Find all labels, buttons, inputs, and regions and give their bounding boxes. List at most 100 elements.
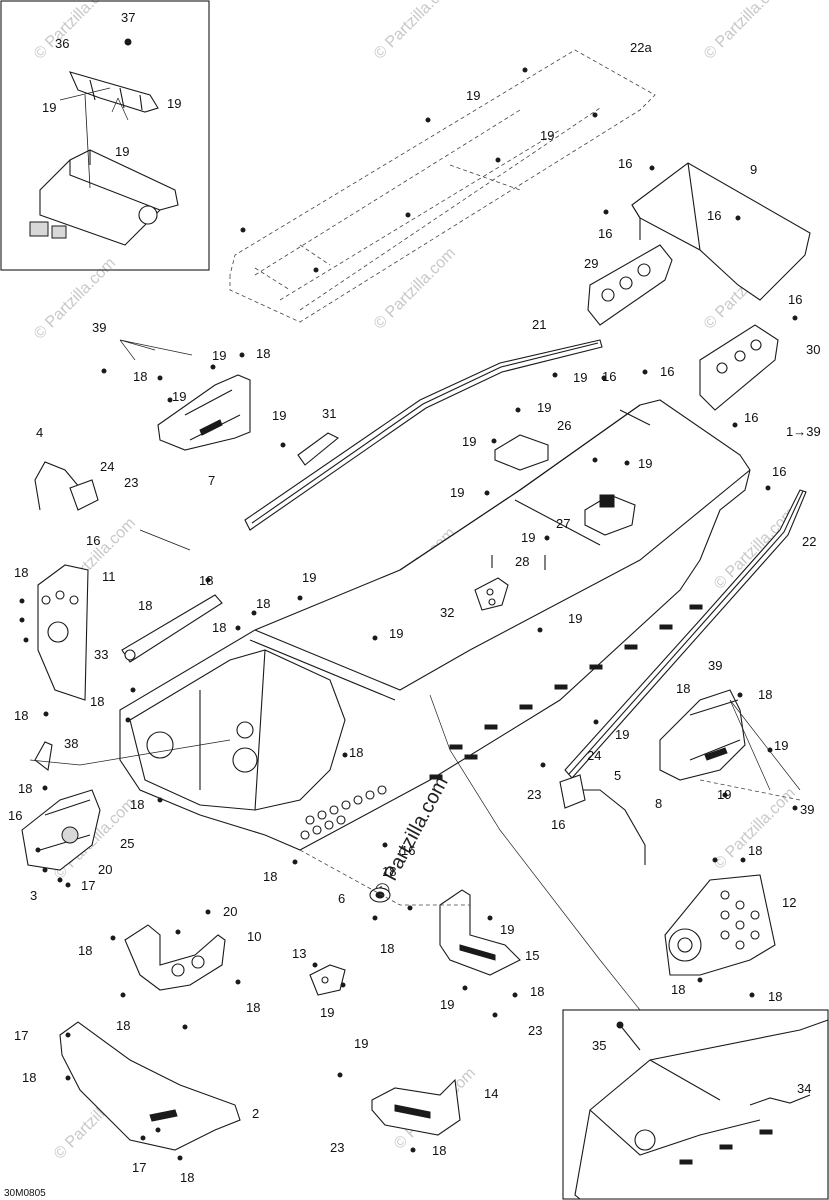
callout: 23 xyxy=(330,1140,344,1155)
callout: 18 xyxy=(246,1000,260,1015)
callout: 33 xyxy=(94,647,108,662)
part-10-bracket xyxy=(124,924,226,991)
callout: 6 xyxy=(338,891,345,906)
callout: 18 xyxy=(130,797,144,812)
inset-tunnel-section xyxy=(574,1019,829,1200)
callout: 18 xyxy=(78,943,92,958)
callout: 19 xyxy=(540,128,554,143)
callout: 18 xyxy=(14,708,28,723)
callout: 19 xyxy=(521,530,535,545)
callout: 19 xyxy=(537,400,551,415)
part-4-handle xyxy=(34,461,99,511)
callout: 16 xyxy=(602,369,616,384)
part-26-bracket xyxy=(494,434,549,471)
drawing-code: 30M0805 xyxy=(4,1188,46,1199)
inset-box-top-left xyxy=(0,0,210,271)
callout: 39 xyxy=(92,320,106,335)
part-27-bracket xyxy=(584,494,636,536)
callout: 16 xyxy=(707,208,721,223)
callout: 18 xyxy=(212,620,226,635)
callout: 16 xyxy=(8,808,22,823)
watermark-text: © Partzilla.com xyxy=(31,0,119,63)
callout: 18 xyxy=(382,864,396,879)
part-30-bracket xyxy=(699,324,779,411)
callout: 11 xyxy=(102,569,116,584)
callout: 18 xyxy=(14,565,28,580)
callout: 14 xyxy=(484,1086,498,1101)
callout: 32 xyxy=(440,605,454,620)
callout: 28 xyxy=(515,554,529,569)
callout: 19 xyxy=(167,96,181,111)
callout: 19 xyxy=(172,389,186,404)
part-31-plate xyxy=(297,432,340,466)
callout: 19 xyxy=(389,626,403,641)
callout: 19 xyxy=(450,485,464,500)
watermark-text: © Partzilla.com xyxy=(371,0,459,63)
callout: 18 xyxy=(199,573,213,588)
callout: 36 xyxy=(55,36,69,51)
part-22a-tunnel-extension xyxy=(229,49,656,323)
part-2-rail xyxy=(59,1021,241,1151)
callout: 18 xyxy=(263,869,277,884)
part-36-bracket xyxy=(69,38,159,113)
part-13-plate xyxy=(309,964,346,996)
callout: 19 xyxy=(573,370,587,385)
callout: 4 xyxy=(36,425,43,440)
callout: 1→39 xyxy=(786,424,821,439)
callout: 19 xyxy=(354,1036,368,1051)
callout: 19 xyxy=(302,570,316,585)
callout: 19 xyxy=(615,727,629,742)
part-3-front-bracket xyxy=(21,789,101,871)
callout: 19 xyxy=(638,456,652,471)
callout: 16 xyxy=(788,292,802,307)
callout: 10 xyxy=(247,929,261,944)
part-29-bracket xyxy=(587,244,673,326)
part-5-handle xyxy=(559,774,646,865)
callout: 19 xyxy=(320,1005,334,1020)
callout: 16 xyxy=(598,226,612,241)
callout: 16 xyxy=(401,843,415,858)
callout: 19 xyxy=(500,922,514,937)
callout: 17 xyxy=(132,1160,146,1175)
callout: 27 xyxy=(556,516,570,531)
part-9-rear-bumper xyxy=(631,162,811,301)
part-21-slide-rail xyxy=(244,339,603,531)
callout: 20 xyxy=(98,862,112,877)
watermark-text: © Partzilla.com xyxy=(371,245,459,333)
callout: 19 xyxy=(717,787,731,802)
callout: 23 xyxy=(528,1023,542,1038)
leader-lines xyxy=(29,87,801,1011)
callout: 12 xyxy=(782,895,796,910)
callout: 38 xyxy=(64,736,78,751)
callout: 24 xyxy=(100,459,114,474)
callout: 18 xyxy=(90,694,104,709)
callout: 9 xyxy=(750,162,757,177)
callout: 30 xyxy=(806,342,820,357)
inset-cover-panel xyxy=(29,94,179,246)
part-34-handle xyxy=(749,1094,811,1106)
part-33-bar xyxy=(121,594,223,663)
part-8-bracket xyxy=(659,689,746,781)
part-35-bolt xyxy=(616,1021,641,1051)
callout: 17 xyxy=(81,878,95,893)
part-12-side-plate xyxy=(664,874,776,976)
callout: 8 xyxy=(655,796,662,811)
callout: 16 xyxy=(744,410,758,425)
callout: 24 xyxy=(587,748,601,763)
callout: 2 xyxy=(252,1106,259,1121)
callout: 19 xyxy=(462,434,476,449)
callout: 39 xyxy=(708,658,722,673)
callout: 7 xyxy=(208,473,215,488)
callout: 25 xyxy=(120,836,134,851)
callout: 29 xyxy=(584,256,598,271)
callout: 21 xyxy=(532,317,546,332)
part-28-stud xyxy=(491,555,546,570)
callout: 18 xyxy=(116,1018,130,1033)
fasteners xyxy=(19,39,798,1161)
callout: 18 xyxy=(530,984,544,999)
part-14-footrest-bracket xyxy=(371,1078,461,1136)
callout: 20 xyxy=(223,904,237,919)
callout: 19 xyxy=(212,348,226,363)
part-7-bracket xyxy=(157,374,251,451)
callout: 26 xyxy=(557,418,571,433)
